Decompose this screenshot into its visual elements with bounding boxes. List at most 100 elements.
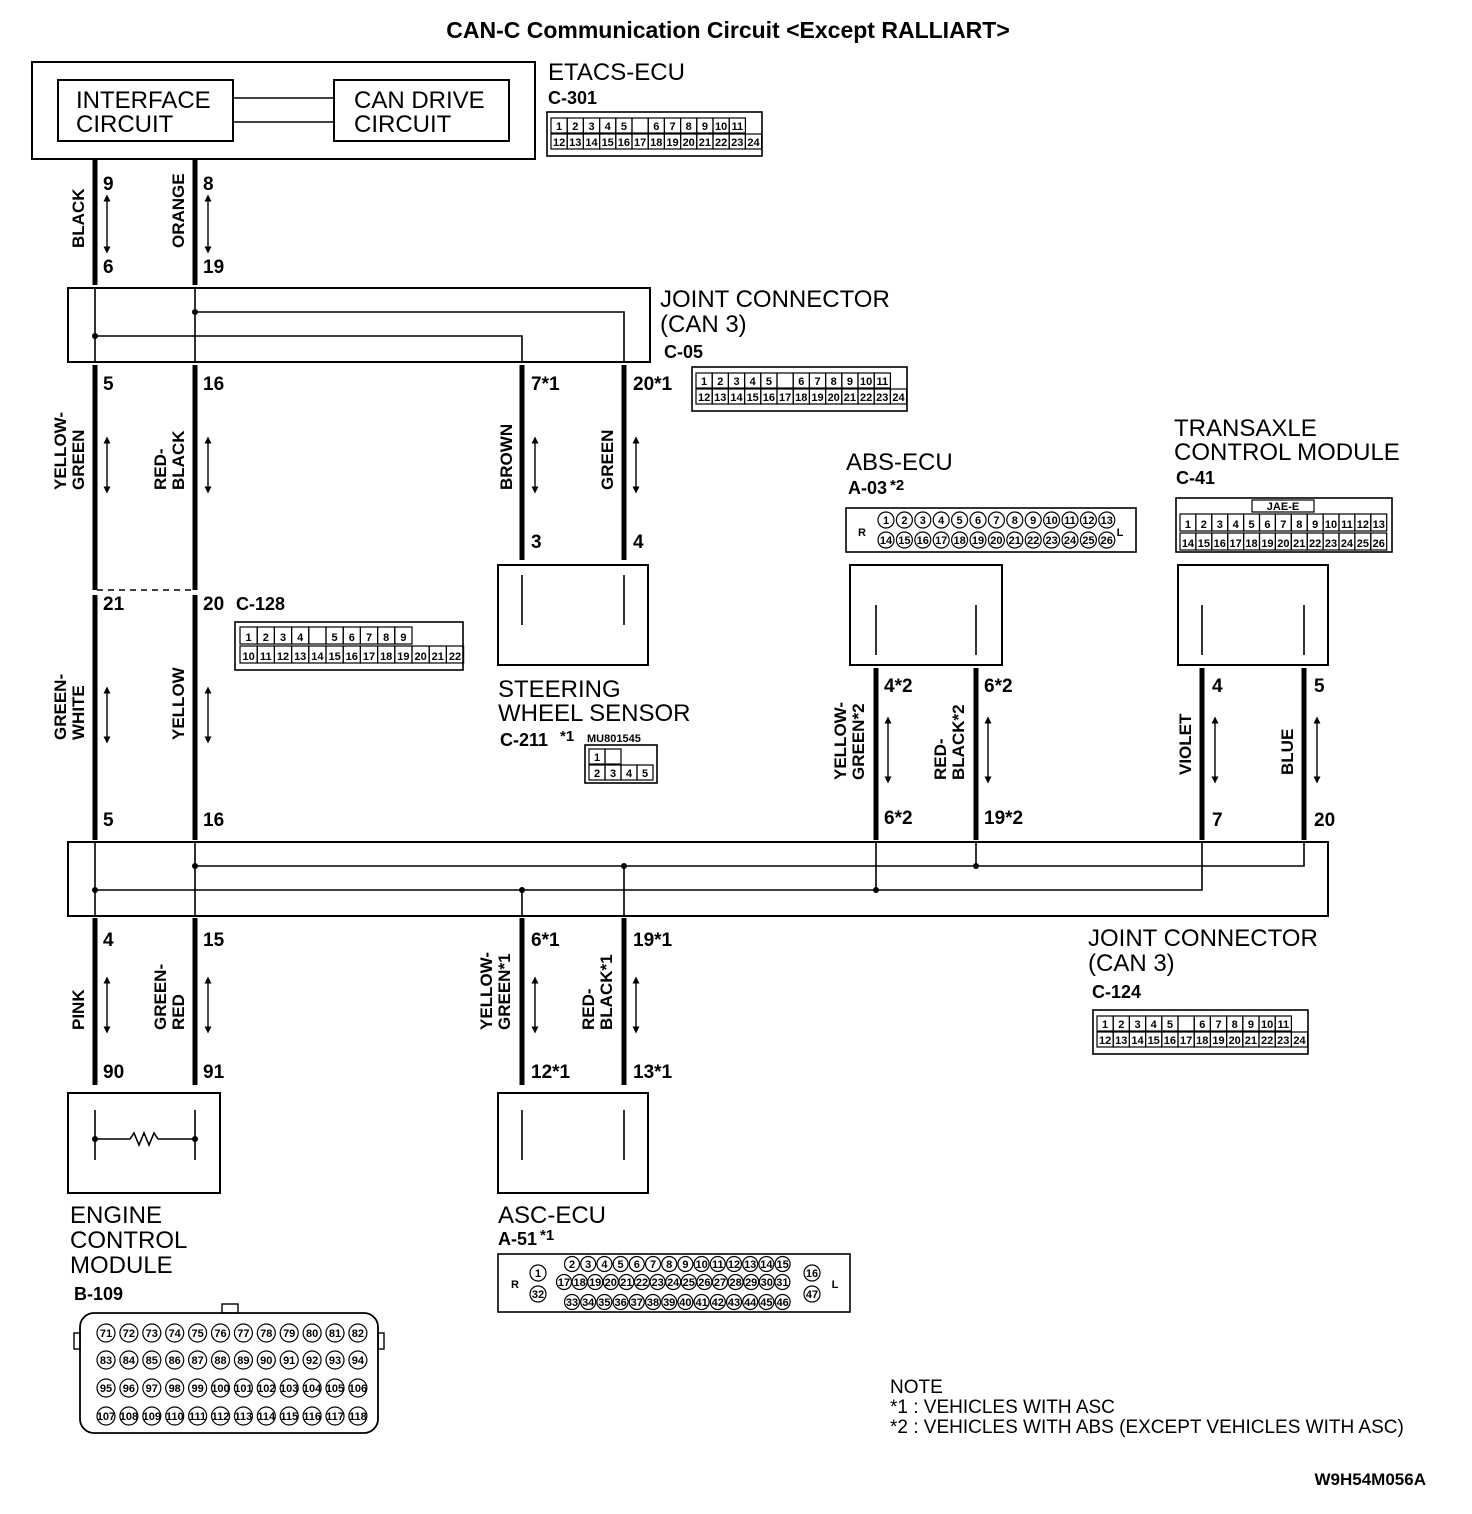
a51-mark-r: R: [511, 1279, 519, 1291]
b109-r1-pin-label: 71: [100, 1328, 112, 1340]
c05-r1-pin-label: 9: [847, 376, 853, 388]
pin-abs-4: 4*2: [884, 676, 913, 697]
a51-r3-pin-label: 35: [598, 1297, 610, 1309]
c301-r2-pin-label: 14: [585, 137, 598, 149]
wire-green: GREEN: [598, 430, 617, 490]
a51-r1-cavity: [644, 1255, 662, 1273]
pin-c124-19b: 19*1: [633, 930, 673, 951]
a51-r3-cavity: [709, 1293, 726, 1311]
a51-r2-pin-label: 26: [698, 1277, 710, 1289]
b109-r3-pin-label: 105: [326, 1383, 344, 1395]
a51-r3-pin-label: 43: [728, 1297, 740, 1309]
steering-wheel-sensor: STEERING WHEEL SENSOR C-211 *1 MU801545 …: [497, 564, 690, 784]
a03-r2-cavity: [895, 531, 914, 549]
b109-r4-pin-label: 116: [303, 1411, 321, 1423]
a51-left-cavity: [529, 1285, 547, 1303]
b109-r4-cavity: [96, 1406, 116, 1426]
wire-abs-yg-2: GREEN*2: [849, 703, 868, 780]
wire-green-red-2: RED: [169, 994, 188, 1030]
a03-r1-pin-label: 7: [993, 515, 999, 527]
c128-r2-pin-label: 16: [346, 651, 358, 663]
c301-r2-pin-label: 19: [666, 137, 678, 149]
c211-r2-pin-label: 2: [594, 768, 600, 780]
a03-r1-pin-label: 5: [957, 515, 963, 527]
b109-r3-cavity: [188, 1378, 208, 1398]
c211-r2-cell: [636, 764, 654, 781]
wire-orange: ORANGE: [169, 173, 188, 248]
ecm-code: B-109: [74, 1284, 123, 1304]
c124-r2-pin-label: 24: [1293, 1035, 1306, 1047]
pin-abs-6: 6*2: [984, 676, 1013, 697]
a03-r2-pin-label: 18: [953, 535, 965, 547]
pin-c128-20: 20: [203, 594, 224, 615]
wire-black: BLACK: [69, 188, 88, 248]
c41-r2-pin-label: 20: [1277, 538, 1289, 550]
c41-r2-pin-label: 15: [1198, 538, 1210, 550]
c124-r1-cell: [1274, 1015, 1292, 1032]
c124-r2-pin-label: 19: [1212, 1035, 1224, 1047]
a51-right-pin-label: 16: [806, 1268, 818, 1280]
c41-r1-pin-label: 13: [1373, 519, 1385, 531]
c128-r2-pin-label: 13: [294, 651, 306, 663]
a51-r1-cavity: [596, 1255, 613, 1273]
c128-r2-pin-label: 18: [380, 651, 392, 663]
c301-r2-pin-label: 17: [634, 137, 646, 149]
c41-r1-pin-label: 6: [1264, 519, 1270, 531]
b109-r2-pin-label: 90: [260, 1355, 272, 1367]
b109-r2-pin-label: 87: [191, 1355, 203, 1367]
note-2: *2 : VEHICLES WITH ABS (EXCEPT VEHICLES …: [890, 1417, 1404, 1438]
pin-sw-4: 4: [633, 532, 644, 553]
a03-r1-cavity: [914, 511, 932, 529]
c124-r1-pin-label: 5: [1167, 1019, 1173, 1031]
c211-r2-pin-label: 5: [642, 768, 648, 780]
a51-r3-pin-label: 33: [566, 1297, 578, 1309]
c301-r1-pin-label: 3: [588, 121, 594, 133]
pin-asc-13: 13*1: [633, 1062, 673, 1083]
c128-r2-pin-label: 17: [363, 651, 375, 663]
tcm-line2: CONTROL MODULE: [1174, 439, 1400, 466]
a51-r1-cavity: [758, 1255, 775, 1273]
b109-r3-pin-label: 106: [349, 1383, 367, 1395]
a03-r2-cavity: [932, 531, 950, 549]
c124-r2-pin-label: 13: [1115, 1035, 1127, 1047]
pin-etacs-9: 9: [103, 174, 114, 195]
a51-r3-pin-label: 37: [631, 1297, 643, 1309]
wire-abs-yg-1: YELLOW-: [831, 702, 850, 780]
c128-r1-pin-label: 5: [332, 632, 338, 644]
a51-r2-pin-label: 17: [558, 1277, 570, 1289]
c41-r2-pin-label: 21: [1293, 538, 1305, 550]
c124-r2-pin-label: 17: [1180, 1035, 1192, 1047]
a51-left-pin-label: 1: [535, 1268, 541, 1280]
b109-r2-cavity: [233, 1350, 253, 1370]
a51-r3-pin-label: 34: [582, 1297, 595, 1309]
b109-r4-cavity: [233, 1406, 253, 1426]
a03-r2-cavity: [1006, 531, 1024, 549]
c128-r2-pin-label: 20: [414, 651, 426, 663]
wire-yellow-green-1: YELLOW-: [51, 412, 70, 490]
c124-r1-pin-label: 1: [1102, 1019, 1108, 1031]
wire-abs-rb-2: BLACK*2: [949, 704, 968, 780]
b109-r3-pin-label: 98: [169, 1383, 181, 1395]
a03-r2-pin-label: 14: [880, 535, 893, 547]
a03-r2-cavity: [950, 531, 969, 549]
etacs-ecu: INTERFACE CIRCUIT CAN DRIVE CIRCUIT ETAC…: [31, 59, 763, 160]
b109-r3-pin-label: 96: [123, 1383, 135, 1395]
c301-r1-pin-label: 8: [686, 121, 692, 133]
a03-mark-l: L: [1117, 527, 1124, 539]
b109-r1-cavity: [119, 1323, 139, 1343]
c41-r2-cell: [1370, 532, 1388, 551]
a03-r1-pin-label: 9: [1030, 515, 1036, 527]
c301-r1-pin-label: 1: [556, 121, 562, 133]
a51-r3-cavity: [580, 1293, 597, 1311]
a51-r1-pin-label: 2: [569, 1259, 575, 1271]
b109-r2-pin-label: 89: [237, 1355, 249, 1367]
a51-r2-cavity: [571, 1273, 588, 1291]
pin-c124-19: 19*2: [984, 808, 1023, 829]
pin-c05-19: 19: [203, 257, 224, 278]
c128-code: C-128: [236, 594, 285, 614]
